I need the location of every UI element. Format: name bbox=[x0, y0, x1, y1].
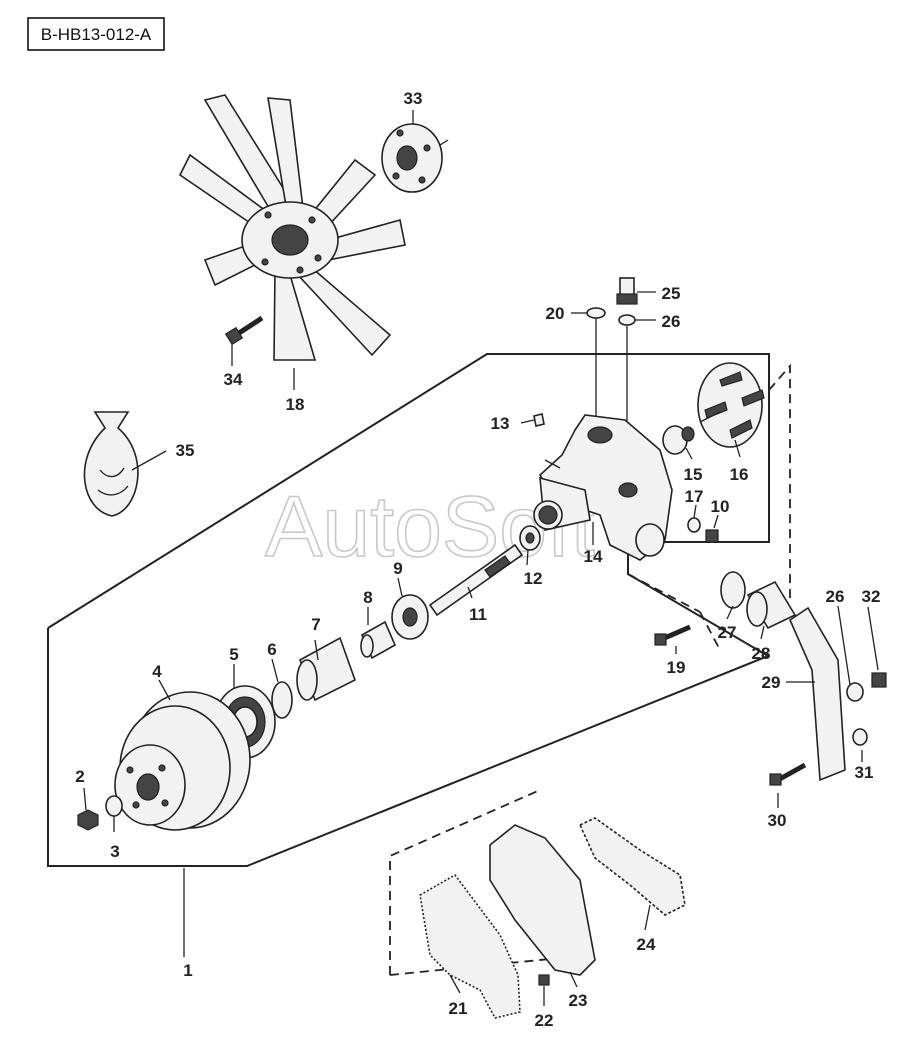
sealing-washer bbox=[618, 314, 636, 326]
plate-bolt bbox=[538, 974, 550, 986]
shaft-seal bbox=[519, 525, 541, 551]
callout-8: 8 bbox=[363, 588, 372, 607]
drain-plug bbox=[705, 529, 719, 543]
callout-17: 17 bbox=[685, 487, 704, 506]
callout-11: 11 bbox=[469, 605, 487, 624]
callout-16: 16 bbox=[730, 465, 749, 484]
callout-28: 28 bbox=[752, 644, 771, 663]
fan-bolt bbox=[224, 315, 264, 346]
plug-washer bbox=[687, 517, 701, 533]
back-plate bbox=[489, 824, 596, 976]
callout-26-lower: 26 bbox=[826, 587, 845, 606]
plate-gasket bbox=[578, 817, 686, 916]
callout-21: 21 bbox=[449, 999, 468, 1018]
callout-27: 27 bbox=[718, 623, 737, 642]
callout-3: 3 bbox=[110, 842, 119, 861]
impeller bbox=[697, 362, 765, 448]
front-bearing bbox=[391, 594, 429, 640]
callout-15: 15 bbox=[684, 465, 703, 484]
o-ring bbox=[586, 307, 606, 319]
callout-7: 7 bbox=[311, 615, 320, 634]
callout-34: 34 bbox=[224, 370, 243, 389]
callout-labels: 1 2 3 4 5 6 7 8 9 10 11 12 13 14 15 16 1… bbox=[75, 89, 880, 1030]
callout-26-upper: 26 bbox=[662, 312, 681, 331]
callout-32: 32 bbox=[862, 587, 881, 606]
callout-4: 4 bbox=[152, 662, 162, 681]
callout-14: 14 bbox=[584, 547, 603, 566]
pump-shaft bbox=[428, 543, 524, 617]
callout-5: 5 bbox=[229, 645, 238, 664]
callout-22: 22 bbox=[535, 1011, 554, 1030]
pump-pulley bbox=[114, 691, 251, 831]
callout-19: 19 bbox=[667, 658, 686, 677]
water-pipe bbox=[788, 606, 846, 782]
snap-ring bbox=[271, 681, 293, 719]
pipe-bolt bbox=[769, 762, 807, 786]
diagram-code: B-HB13-012-A bbox=[41, 25, 152, 44]
hose-clamp bbox=[720, 571, 746, 609]
housing-bolt bbox=[654, 624, 691, 646]
hex-nut bbox=[77, 809, 99, 831]
pipe-plug bbox=[871, 672, 887, 688]
plain-washer bbox=[105, 795, 123, 817]
callout-12: 12 bbox=[524, 569, 543, 588]
pipe-washer bbox=[846, 682, 864, 702]
spacer-sleeve bbox=[296, 636, 356, 702]
leader-lines bbox=[83, 110, 879, 1006]
cooling-fan bbox=[178, 94, 406, 361]
impeller-seal bbox=[662, 425, 695, 455]
pipe-nut bbox=[852, 728, 868, 746]
callout-35: 35 bbox=[176, 441, 195, 460]
callout-33: 33 bbox=[404, 89, 423, 108]
coupling-hose bbox=[746, 580, 797, 630]
housing-gasket bbox=[419, 873, 521, 1019]
callout-1: 1 bbox=[183, 961, 192, 980]
callout-23: 23 bbox=[569, 991, 588, 1010]
bearing-spacer bbox=[360, 620, 397, 660]
callout-31: 31 bbox=[855, 763, 874, 782]
callout-29: 29 bbox=[762, 673, 781, 692]
callout-30: 30 bbox=[768, 811, 787, 830]
callout-10: 10 bbox=[711, 497, 730, 516]
callout-24: 24 bbox=[637, 935, 656, 954]
callout-18: 18 bbox=[286, 395, 305, 414]
gasket-group-frame bbox=[389, 789, 541, 975]
callout-13: 13 bbox=[491, 414, 510, 433]
callout-6: 6 bbox=[267, 640, 276, 659]
assembly-frame bbox=[47, 353, 771, 867]
callout-20: 20 bbox=[546, 304, 565, 323]
diagram-code-box: B-HB13-012-A bbox=[27, 17, 165, 51]
warning-tag bbox=[83, 411, 139, 517]
pump-housing bbox=[533, 414, 673, 561]
assembly-dashed-link bbox=[768, 363, 791, 598]
vent-plug bbox=[533, 413, 545, 427]
callout-9: 9 bbox=[393, 559, 402, 578]
fan-spacer bbox=[381, 123, 449, 193]
callout-25: 25 bbox=[662, 284, 681, 303]
callout-2: 2 bbox=[75, 767, 84, 786]
temperature-sender bbox=[616, 277, 638, 305]
